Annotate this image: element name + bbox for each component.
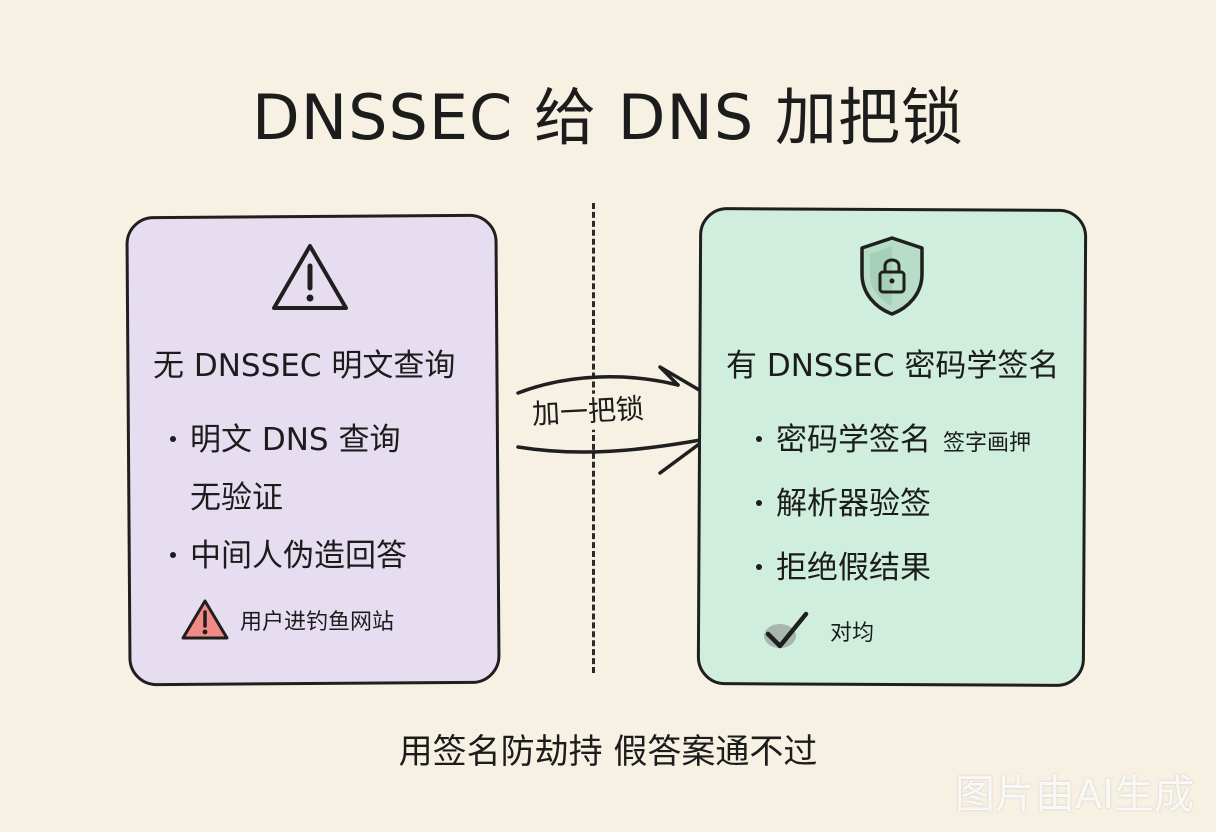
bullet-text: 拒绝假结果	[776, 550, 931, 586]
shield-lock-icon	[860, 236, 924, 316]
center-divider	[592, 203, 595, 673]
left-warning-row: 用户进钓鱼网站	[180, 598, 394, 642]
warning-label: 用户进钓鱼网站	[240, 610, 395, 635]
left-bullet-plaintext: 明文 DNS 查询	[170, 420, 400, 460]
warning-red-icon	[181, 599, 229, 640]
right-panel-heading: 有 DNSSEC 密码学签名	[726, 348, 1060, 384]
bullet-dot	[170, 435, 176, 442]
bullet-side-note: 签字画押	[943, 431, 1032, 456]
left-bullet-mitm: 中间人伪造回答	[170, 536, 407, 576]
bullet-dot	[756, 435, 762, 442]
bullet-dot	[756, 563, 762, 570]
right-bullet-reject: 拒绝假结果	[756, 548, 931, 588]
warning-triangle-icon	[272, 244, 348, 310]
right-bullet-signature: 密码学签名签字画押	[756, 420, 1031, 464]
bullet-text: 明文 DNS 查询	[190, 422, 401, 458]
footer-caption: 用签名防劫持 假答案通不过	[398, 732, 818, 772]
bullet-text: 密码学签名	[776, 422, 931, 458]
right-bullet-verify: 解析器验签	[756, 484, 931, 524]
left-bullet-sub: 无验证	[190, 480, 283, 516]
check-label: 对均	[830, 621, 875, 646]
checkmark-icon	[764, 611, 809, 649]
ai-watermark: 图片由AI生成	[954, 772, 1194, 818]
arrow-label: 加一把锁	[529, 390, 647, 434]
bullet-dot	[170, 551, 176, 558]
page-title: DNSSEC 给 DNS 加把锁	[252, 81, 964, 154]
right-check-row: 对均	[760, 608, 874, 654]
bullet-dot	[756, 499, 762, 506]
left-panel-heading: 无 DNSSEC 明文查询	[153, 348, 456, 384]
bullet-text: 中间人伪造回答	[190, 538, 407, 574]
bullet-text: 解析器验签	[776, 486, 931, 522]
